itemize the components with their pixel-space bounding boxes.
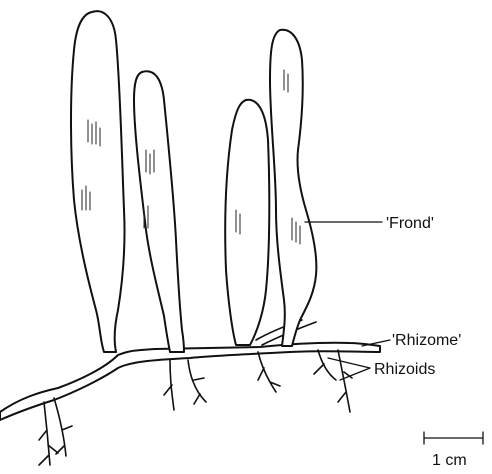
scale-bar-label: 1 cm: [432, 452, 467, 469]
frond-1: [71, 11, 125, 352]
scale-bar: [424, 432, 483, 444]
frond-4: [270, 30, 316, 346]
rhizoids-label: Rhizoids: [374, 361, 435, 378]
frond-3: [225, 100, 269, 345]
frond-2: [134, 71, 184, 352]
frond-label: 'Frond': [386, 215, 434, 232]
rhizoids-leader-2: [340, 368, 370, 380]
rhizoids: [39, 350, 352, 465]
rhizome-label: 'Rhizome': [392, 332, 461, 349]
rhizoids-leader-1: [328, 358, 370, 368]
